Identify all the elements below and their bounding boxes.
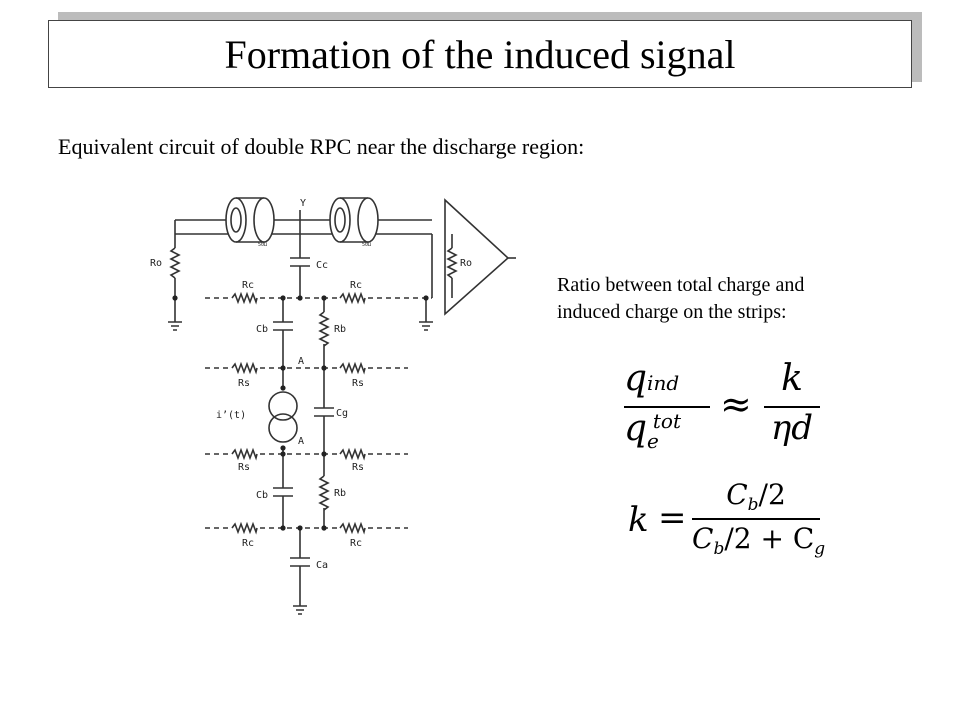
label-cb-top: Cb <box>256 324 268 335</box>
label-cable-left: 50Ω <box>258 242 267 248</box>
eq-k-numerator: k <box>781 358 803 399</box>
eq2-den-mid: /2 + C <box>724 522 815 555</box>
eq2-den-sub2: g <box>814 539 826 559</box>
eq2-equals: = <box>658 498 687 538</box>
eq2-num-rest: /2 <box>758 478 786 511</box>
equation-k-definition: k = Cb/2 Cb/2 + Cg <box>628 478 828 564</box>
label-a-bottom: A <box>298 436 304 447</box>
eq-ind-sub: ind <box>647 371 680 395</box>
circuit-caption: Equivalent circuit of double RPC near th… <box>58 134 585 159</box>
eq-approx: ≈ <box>720 382 752 426</box>
label-rc-left-top: Rc <box>242 280 254 291</box>
equation-charge-ratio: qind qetot ≈ k ηd <box>624 358 824 462</box>
label-ca: Ca <box>316 560 328 571</box>
label-rs-right-top: Rs <box>352 378 364 389</box>
ratio-caption-line-2: induced charge on the strips: <box>557 301 787 323</box>
label-current-source: i’(t) <box>216 410 246 421</box>
eq-fraction-bar-1 <box>624 406 710 408</box>
eq2-den-sub1: b <box>713 539 725 559</box>
label-cg: Cg <box>336 408 348 419</box>
eq-e-sub: e <box>647 429 659 453</box>
ratio-caption: Ratio between total charge and induced c… <box>557 272 917 326</box>
label-ro-right: Ro <box>460 258 472 269</box>
label-ro-left: Ro <box>150 258 162 269</box>
label-cb-bottom: Cb <box>256 490 268 501</box>
equivalent-circuit-diagram: Y Ro Ro Cc Rc Rc Cb Rb A Rs Rs i’(t) Cg … <box>150 197 516 615</box>
label-rc-right-top: Rc <box>350 280 362 291</box>
eq-q-e: q <box>624 408 648 449</box>
label-rs-left-bottom: Rs <box>238 462 250 473</box>
page-title: Formation of the induced signal <box>224 31 736 77</box>
eq-tot-sup: tot <box>652 409 682 433</box>
label-rc-right-bottom: Rc <box>350 538 362 549</box>
eq2-fraction-bar <box>692 518 820 520</box>
eq-eta-d: ηd <box>770 408 814 448</box>
label-rs-right-bottom: Rs <box>352 462 364 473</box>
label-rs-left-top: Rs <box>238 378 250 389</box>
label-cable-right: 50Ω <box>362 242 371 248</box>
eq2-num-c: C <box>726 478 748 511</box>
label-rb-bottom: Rb <box>334 488 346 499</box>
label-rc-left-bottom: Rc <box>242 538 254 549</box>
eq2-k: k <box>628 500 649 540</box>
label-cc: Cc <box>316 260 328 271</box>
eq-fraction-bar-2 <box>764 406 820 408</box>
ratio-caption-line-1: Ratio between total charge and <box>557 274 805 296</box>
label-y: Y <box>300 198 306 209</box>
eq2-den-c1: C <box>692 522 714 555</box>
label-rb-top: Rb <box>334 324 346 335</box>
eq2-num-sub: b <box>747 495 759 515</box>
eq-q-ind: q <box>624 358 648 399</box>
label-a-top: A <box>298 356 304 367</box>
title-box: Formation of the induced signal <box>48 20 912 88</box>
